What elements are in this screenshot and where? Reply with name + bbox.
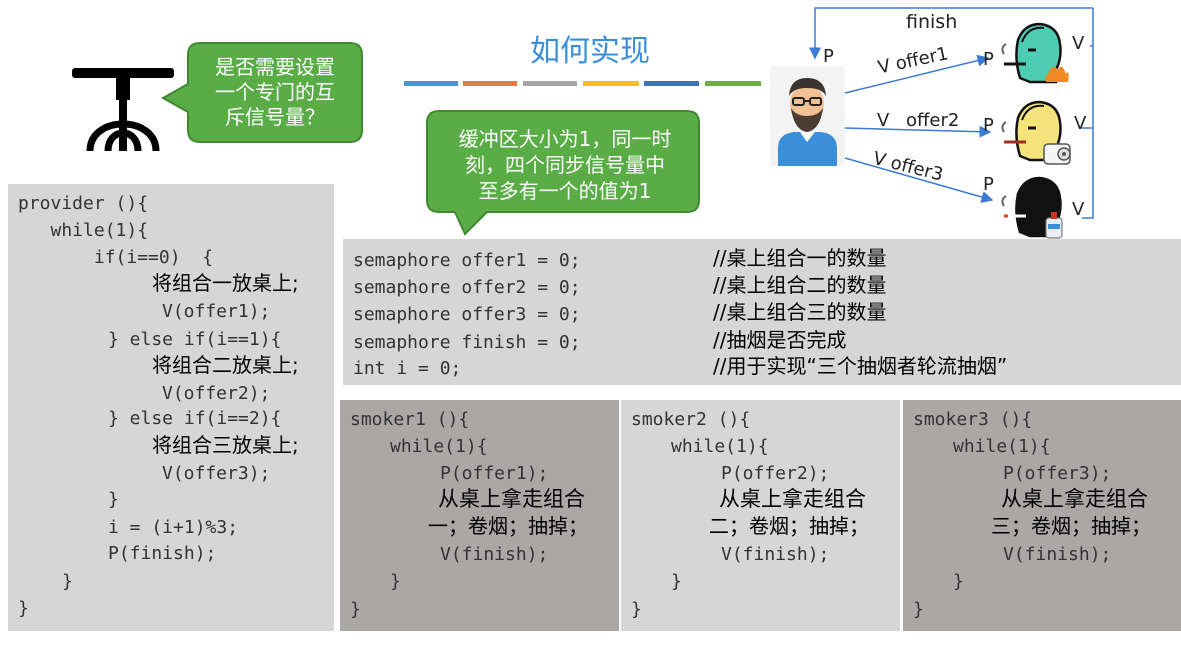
code-line: } [953, 571, 964, 592]
smoker1-v-label: V [1072, 33, 1085, 54]
bubble-buffer-line: 至多有一个的值为1 [478, 179, 652, 203]
smoker1-face-icon [1001, 22, 1069, 84]
code-line: V(finish); [1003, 544, 1112, 565]
bubble-buffer-line: 刻，四个同步信号量中 [465, 153, 665, 177]
code-line: } [631, 599, 642, 620]
smoker3-v-label: V [1072, 199, 1085, 220]
smoker3-code-block: smoker3 (){ while(1){ P(offer3); 从桌上拿走组合… [903, 400, 1181, 631]
code-line: 从桌上拿走组合 [438, 487, 585, 511]
semaphore-code: semaphore finish = 0; [353, 332, 581, 353]
code-line: 从桌上拿走组合 [1001, 487, 1148, 511]
provider-code-block: provider (){ while(1){ if(i==0) { 将组合一放桌… [8, 184, 334, 631]
code-line: P(offer3); [1003, 463, 1112, 484]
smoker2-face-icon [1001, 100, 1071, 165]
speech-bubble-buffer: 缓冲区大小为1，同一时 刻，四个同步信号量中 至多有一个的值为1 [430, 126, 700, 204]
code-line: 将组合一放桌上; [152, 271, 299, 295]
semaphore-comment: //桌上组合二的数量 [713, 273, 887, 297]
color-bar-6 [705, 81, 761, 86]
code-line: if(i==0) { [18, 247, 214, 268]
code-line: while(1){ [953, 436, 1051, 457]
code-line: 将组合三放桌上; [152, 433, 299, 457]
smoker3-face-icon [1001, 176, 1063, 239]
speech-bubble-mutex-shape [160, 42, 363, 143]
bubble-mutex-line: 一个专门的互 [215, 80, 335, 104]
code-line: i = (i+1)%3; [108, 517, 239, 538]
semaphore-code: int i = 0; [353, 358, 462, 379]
code-line: } [108, 489, 119, 510]
color-bar-1 [404, 81, 458, 86]
code-line: 二；卷烟；抽掉； [709, 514, 869, 538]
code-line: provider (){ [18, 193, 149, 214]
code-line: } [390, 571, 401, 592]
smoker2-code-block: smoker2 (){ while(1){ P(offer2); 从桌上拿走组合… [621, 400, 900, 631]
provider-p-label: P [823, 46, 834, 67]
smoker2-v-label: V [1074, 113, 1087, 134]
stool-icon [72, 68, 174, 152]
smoker1-code-block: smoker1 (){ while(1){ P(offer1); 从桌上拿走组合… [340, 400, 619, 631]
offer2-label: offer2 [906, 110, 960, 131]
color-bar-3 [523, 81, 577, 86]
code-line: smoker1 (){ [350, 409, 470, 430]
finish-label: finish [906, 11, 958, 33]
provider-person-icon [770, 66, 845, 166]
code-line: smoker3 (){ [913, 409, 1033, 430]
code-line: } else if(i==2){ [108, 408, 282, 429]
code-line: while(1){ [18, 220, 149, 241]
semaphore-code: semaphore offer3 = 0; [353, 304, 581, 325]
offer2-v-label: V [877, 110, 890, 131]
semaphore-code: semaphore offer2 = 0; [353, 277, 581, 298]
code-line: } [350, 599, 361, 620]
code-line: } [62, 571, 73, 592]
semaphore-declarations: semaphore offer1 = 0; //桌上组合一的数量 semapho… [343, 239, 1181, 385]
code-line: smoker2 (){ [631, 409, 751, 430]
code-line: 从桌上拿走组合 [719, 487, 866, 511]
bubble-mutex-line: 是否需要设置 [215, 55, 335, 79]
semaphore-comment: //桌上组合一的数量 [713, 246, 887, 270]
code-line: P(offer1); [440, 463, 549, 484]
code-line: P(offer2); [721, 463, 830, 484]
color-bar-4 [583, 81, 639, 86]
color-bar-2 [463, 81, 517, 86]
code-line: P(finish); [108, 543, 217, 564]
color-bar-5 [644, 81, 699, 86]
code-line: while(1){ [390, 436, 488, 457]
semaphore-comment: //桌上组合三的数量 [713, 300, 887, 324]
code-line: V(offer1); [162, 301, 271, 322]
bubble-buffer-line: 缓冲区大小为1，同一时 [458, 127, 672, 151]
code-line: V(offer2); [162, 383, 271, 404]
code-line: V(offer3); [162, 463, 271, 484]
code-line: } else if(i==1){ [108, 329, 282, 350]
smoker3-p-label: P [983, 174, 994, 195]
speech-bubble-mutex: 是否需要设置 一个专门的互 斥信号量？ [190, 55, 360, 130]
code-line: V(finish); [721, 544, 830, 565]
code-line: 三；卷烟；抽掉； [991, 514, 1151, 538]
smoker1-p-label: P [983, 49, 994, 70]
code-line: } [671, 571, 682, 592]
semaphore-comment: //用于实现“三个抽烟者轮流抽烟” [713, 354, 1008, 378]
bubble-mutex-line: 斥信号量？ [225, 105, 325, 129]
code-line: 将组合二放桌上; [152, 353, 299, 377]
code-line: 一；卷烟；抽掉； [428, 514, 588, 538]
code-line: } [18, 598, 29, 619]
code-line: } [913, 599, 924, 620]
semaphore-code: semaphore offer1 = 0; [353, 250, 581, 271]
speech-bubble-buffer-shape [426, 110, 700, 236]
code-line: V(finish); [440, 544, 549, 565]
semaphore-comment: //抽烟是否完成 [713, 328, 847, 352]
smoker2-p-label: P [983, 115, 994, 136]
page-title: 如何实现 [530, 34, 650, 69]
sync-diagram-arrows [809, 7, 1094, 219]
code-line: while(1){ [671, 436, 769, 457]
